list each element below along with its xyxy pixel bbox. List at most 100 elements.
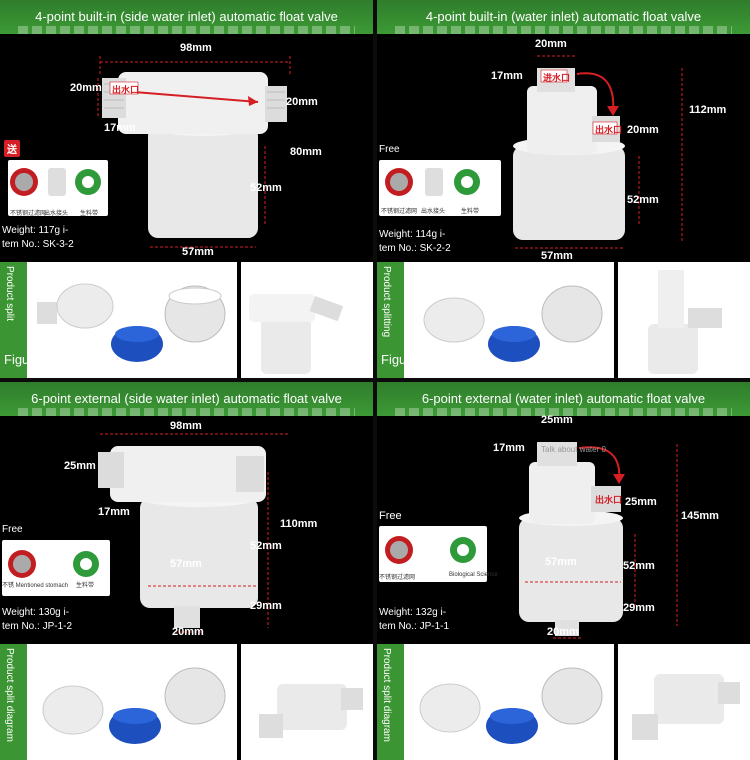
dim-float-height: 52mm (627, 194, 659, 206)
split-parts-illustration (37, 283, 226, 362)
accessory-label: Biological Science (449, 572, 498, 578)
split-diagram-strip: Product splitting Figure (377, 262, 750, 378)
dim-stem-height: 29mm (623, 602, 655, 614)
dim-height: 80mm (290, 146, 322, 158)
dim-right-thread: 20mm (286, 96, 318, 108)
dim-height: 112mm (689, 104, 727, 116)
split-diagram-strip: Product split Figure (0, 262, 373, 378)
split-photo-panel (404, 262, 614, 378)
dim-float-diameter: 57mm (182, 246, 214, 258)
assembled-valve-illustration (632, 674, 740, 740)
assembled-photo-panel (618, 262, 750, 378)
accessory-label: 生料带 (76, 583, 95, 589)
dim-offset: 17mm (491, 70, 523, 82)
banner-text: 4-point built-in (side water inlet) auto… (35, 9, 338, 24)
free-badge: 送 (4, 140, 20, 157)
sidebar-label: Product split diagram (4, 648, 15, 742)
outlet-label: 出水口 (595, 495, 623, 505)
dim-height: 145mm (681, 510, 719, 522)
dim-float-height: 52mm (250, 182, 282, 194)
split-photo-panel (404, 644, 614, 760)
split-diagram-strip: Product split diagram (377, 644, 750, 760)
assembled-photo-panel (618, 644, 750, 760)
panel-divider (237, 262, 241, 378)
dim-left-thread: 25mm (64, 460, 96, 472)
dim-offset: 17mm (98, 506, 130, 518)
product-photo: 98mm 25mm 17mm 110mm 52mm 57mm 29mm 20mm… (0, 416, 373, 644)
product-photo: 98mm 20mm 20mm 17mm 80mm 52mm 57mm 出水口 送… (0, 34, 373, 262)
item-number-line: tem No.: SK-3-2 (2, 239, 74, 250)
dim-height: 110mm (280, 518, 318, 530)
dim-stem-height: 29mm (250, 600, 282, 612)
dim-float-diameter: 57mm (545, 556, 577, 568)
dim-side-thread: 25mm (625, 496, 657, 508)
dim-float-diameter: 57mm (541, 250, 573, 262)
body-label: 出水口 (112, 85, 140, 95)
sidebar-label: Product split (4, 266, 15, 322)
free-label: Free (379, 144, 400, 155)
split-diagram-strip: Product split diagram (0, 644, 373, 760)
weight-line: Weight: 132g i- (379, 607, 447, 618)
weight-info: Weight: 114g i- tem No.: SK-2-2 (379, 228, 451, 256)
weight-line: Weight: 114g i- (379, 229, 446, 240)
item-number-line: tem No.: JP-1-2 (2, 621, 73, 632)
split-parts-illustration (42, 667, 226, 744)
weight-line: Weight: 117g i- (2, 225, 69, 236)
float-valve-illustration (379, 55, 683, 249)
dim-offset: 17mm (493, 442, 525, 454)
banner-text: 4-point built-in (water inlet) automatic… (425, 9, 702, 24)
product-title-banner: 6-point external (water inlet) automatic… (377, 382, 750, 416)
inlet-label: Talk about water 0 (541, 445, 606, 454)
float-valve-illustration (2, 433, 290, 633)
dim-offset: 17mm (104, 122, 136, 134)
weight-info: Weight: 132g i- tem No.: JP-1-1 (379, 606, 449, 634)
assembled-photo-panel (241, 262, 373, 378)
product-title-banner: 4-point built-in (water inlet) automatic… (377, 0, 750, 34)
product-photo: 20mm 17mm 112mm 20mm 52mm 57mm 进水口 出水口 F… (377, 34, 750, 262)
split-diagram-sidebar: Product split Figure (0, 262, 41, 378)
dim-top-thread: 20mm (535, 38, 567, 50)
accessory-label: 不锈钢过滤网 (10, 211, 47, 217)
item-number-line: tem No.: JP-1-1 (379, 621, 450, 632)
product-panel-jp-1-1: 6-point external (water inlet) automatic… (377, 382, 750, 760)
product-photo: 25mm 17mm 145mm 25mm 52mm 57mm 29mm 20mm… (377, 414, 750, 644)
accessory-label: 不锈钢过滤网 (381, 209, 418, 215)
item-number-line: tem No.: SK-2-2 (379, 243, 451, 254)
product-panel-jp-1-2: 6-point external (side water inlet) auto… (0, 382, 373, 760)
panel-divider (614, 644, 618, 760)
banner-text: 6-point external (water inlet) automatic… (421, 391, 706, 406)
product-title-banner: 4-point built-in (side water inlet) auto… (0, 0, 373, 34)
float-valve-illustration (379, 442, 678, 639)
dim-float-height: 52mm (250, 540, 282, 552)
dim-top-thread: 25mm (541, 414, 573, 426)
assembled-photo-panel (241, 644, 373, 760)
product-title-banner: 6-point external (side water inlet) auto… (0, 382, 373, 416)
banner-text: 6-point external (side water inlet) auto… (31, 391, 342, 406)
dim-stem-diameter: 20mm (547, 626, 579, 638)
panel-divider (237, 644, 241, 760)
split-diagram-sidebar: Product split diagram (0, 644, 27, 760)
dim-stem-diameter: 20mm (172, 626, 204, 638)
split-photo-panel (27, 644, 237, 760)
inlet-label: 进水口 (543, 73, 571, 83)
split-parts-illustration (419, 667, 603, 744)
assembled-valve-illustration (259, 684, 363, 738)
sidebar-label: Product splitting (381, 266, 392, 338)
weight-line: Weight: 130g i- (2, 607, 70, 618)
assembled-valve-illustration (249, 294, 344, 374)
dim-float-height: 52mm (623, 560, 655, 572)
split-parts-illustration (423, 285, 603, 362)
sidebar-label: Product split diagram (381, 648, 392, 742)
accessory-label: 出水接头 (44, 211, 69, 217)
dim-width: 98mm (170, 420, 202, 432)
accessory-label: 不锈 Mentioned stomach (2, 583, 69, 589)
free-label: Free (379, 510, 402, 522)
split-photo-panel (27, 262, 237, 378)
dim-left-thread: 20mm (70, 82, 102, 94)
outlet-label: 出水口 (595, 125, 623, 135)
assembled-valve-illustration (648, 270, 722, 374)
free-label: Free (2, 524, 23, 535)
weight-info: Weight: 130g i- tem No.: JP-1-2 (2, 606, 72, 634)
weight-info: Weight: 117g i- tem No.: SK-3-2 (2, 224, 74, 252)
accessory-label: 生料带 (461, 209, 480, 215)
